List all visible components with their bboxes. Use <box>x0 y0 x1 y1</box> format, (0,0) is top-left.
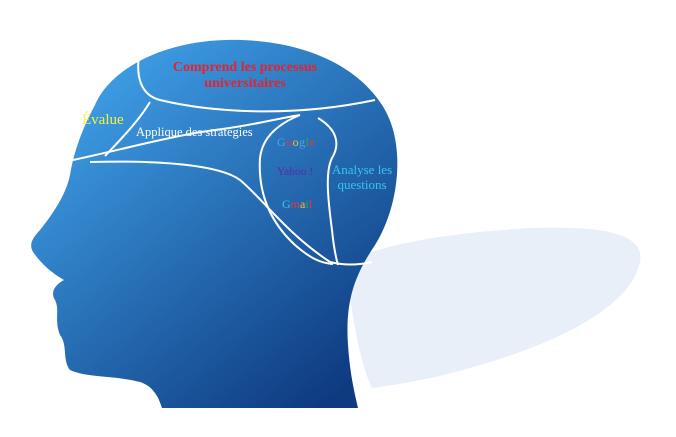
tool-label-gmail: Gmail <box>282 197 313 212</box>
region-label-comprend: Comprend les processus universitaires <box>172 60 318 92</box>
divider-forehead <box>72 114 301 161</box>
google-letter: l <box>305 135 310 149</box>
gmail-letter: i <box>305 197 309 211</box>
tool-label-yahoo: Yahoo ! <box>277 166 314 178</box>
divider-bottom <box>329 261 373 266</box>
region-label-applique: Applique des stratégies <box>136 125 253 139</box>
region-label-analyse: Analyse les questions <box>331 162 393 192</box>
divider-top <box>137 49 376 113</box>
divider-tools-left <box>258 114 334 265</box>
divider-evalue <box>104 101 151 157</box>
gmail-letter: l <box>308 197 313 211</box>
google-letter: e <box>309 135 316 149</box>
google-letter: o <box>286 135 293 149</box>
google-letter: G <box>277 135 287 149</box>
region-label-evalue: Évalue <box>82 112 124 128</box>
region-dividers <box>72 49 376 266</box>
google-letter: g <box>299 135 306 149</box>
google-letter: o <box>292 135 300 149</box>
head-silhouette <box>31 39 398 409</box>
divider-tools-right <box>317 117 339 266</box>
tool-label-google: Google <box>277 135 316 150</box>
head-shadow <box>345 227 641 388</box>
gmail-letter: m <box>290 197 301 211</box>
gmail-letter: a <box>300 197 306 211</box>
divider-applique <box>89 160 331 263</box>
gmail-letter: G <box>282 197 291 211</box>
